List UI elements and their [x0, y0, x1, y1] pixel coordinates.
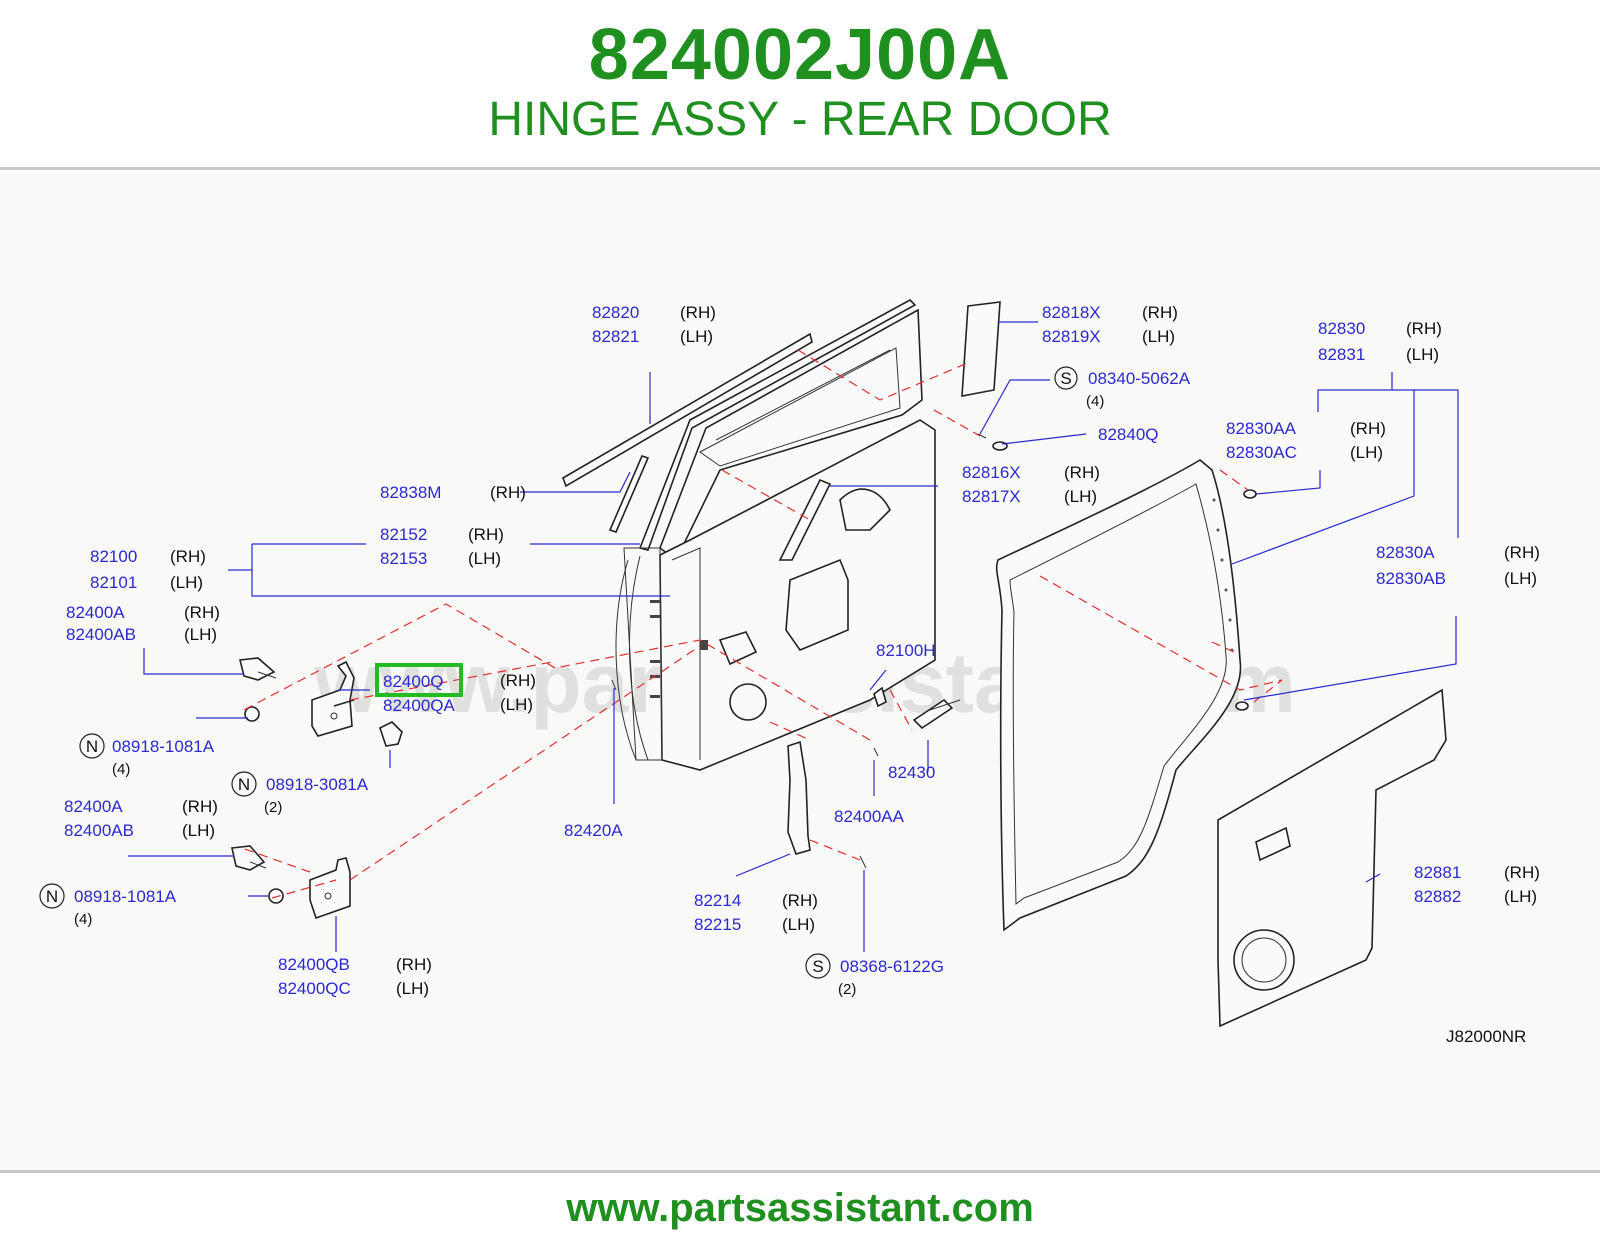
side-label: (RH): [1350, 419, 1386, 438]
side-label: (LH): [170, 573, 203, 592]
callout-82100[interactable]: 82100: [90, 547, 137, 566]
callout-82830ac[interactable]: 82830AC: [1226, 443, 1297, 462]
callout-82400qa[interactable]: 82400QA: [383, 696, 455, 715]
side-label: (LH): [1504, 887, 1537, 906]
side-label: (LH): [468, 549, 501, 568]
side-label: (RH): [500, 671, 536, 690]
side-label: (RH): [782, 891, 818, 910]
side-label: (RH): [1064, 463, 1100, 482]
s-symbol: S: [1060, 369, 1071, 388]
callout-82400qb[interactable]: 82400QB: [278, 955, 350, 974]
side-label: (LH): [1504, 569, 1537, 588]
callout-82882[interactable]: 82882: [1414, 887, 1461, 906]
qty-label: (4): [74, 911, 92, 928]
callout-08340-5062a[interactable]: 08340-5062A: [1088, 369, 1191, 388]
upper-hinge-drawing: [239, 657, 403, 747]
n-symbol-icon: [231, 771, 257, 797]
n-symbol-icon: [79, 733, 105, 759]
n-symbol: N: [46, 887, 58, 906]
callout-82816x[interactable]: 82816X: [962, 463, 1021, 482]
side-label: (RH): [468, 525, 504, 544]
side-label: (RH): [680, 303, 716, 322]
side-label: (RH): [396, 955, 432, 974]
callout-82830[interactable]: 82830: [1318, 319, 1365, 338]
highlight-box: [375, 663, 463, 697]
callout-82400a[interactable]: 82400A: [66, 603, 125, 622]
parts-diagram: www.partsassistant.com: [0, 172, 1600, 1170]
callout-82152[interactable]: 82152: [380, 525, 427, 544]
callout-08918-1081a[interactable]: 08918-1081A: [112, 737, 215, 756]
callout-82400a[interactable]: 82400A: [64, 797, 123, 816]
side-label: (RH): [1504, 863, 1540, 882]
callout-82881[interactable]: 82881: [1414, 863, 1461, 882]
footer-divider: [0, 1170, 1600, 1173]
callout-82830ab[interactable]: 82830AB: [1376, 569, 1446, 588]
s-symbol: S: [812, 957, 823, 976]
callout-08918-3081a[interactable]: 08918-3081A: [266, 775, 369, 794]
header-divider: [0, 167, 1600, 170]
callout-82830a[interactable]: 82830A: [1376, 543, 1435, 562]
side-label: (RH): [182, 797, 218, 816]
side-label: (LH): [1064, 487, 1097, 506]
callout-82400qc[interactable]: 82400QC: [278, 979, 351, 998]
qty-label: (4): [112, 761, 130, 778]
side-label: (RH): [170, 547, 206, 566]
callout-82153[interactable]: 82153: [380, 549, 427, 568]
lower-hinge-drawing: [231, 747, 879, 920]
callout-82400q[interactable]: 82400Q: [383, 672, 444, 691]
callout-82101[interactable]: 82101: [90, 573, 137, 592]
callout-82100h[interactable]: 82100H: [876, 641, 936, 660]
alignment-lines: [239, 349, 1283, 899]
callout-82819x[interactable]: 82819X: [1042, 327, 1101, 346]
qty-label: (4): [1086, 393, 1104, 410]
callout-82420a[interactable]: 82420A: [564, 821, 623, 840]
callout-08918-1081a[interactable]: 08918-1081A: [74, 887, 177, 906]
n-symbol: N: [86, 737, 98, 756]
callout-82430[interactable]: 82430: [888, 763, 935, 782]
side-label: (LH): [1350, 443, 1383, 462]
qty-label: (2): [838, 981, 856, 998]
callout-82215[interactable]: 82215: [694, 915, 741, 934]
side-label: (LH): [680, 327, 713, 346]
diagram-ref-code: J82000NR: [1446, 1027, 1526, 1046]
callout-82400ab[interactable]: 82400AB: [66, 625, 136, 644]
leader-lines: [128, 321, 1459, 952]
diagram-svg: www.partsassistant.com: [39, 299, 1540, 1046]
n-symbol-icon: [39, 883, 65, 909]
callout-82820[interactable]: 82820: [592, 303, 639, 322]
callout-82838m[interactable]: 82838M: [380, 483, 441, 502]
trim-panel-drawing: [1217, 688, 1447, 1028]
callout-82831[interactable]: 82831: [1318, 345, 1365, 364]
side-label: (RH): [490, 483, 526, 502]
side-label: (LH): [1406, 345, 1439, 364]
part-description: HINGE ASSY - REAR DOOR: [488, 93, 1112, 146]
callout-08368-6122g[interactable]: 08368-6122G: [840, 957, 944, 976]
qty-label: (2): [264, 799, 282, 816]
side-label: (RH): [1406, 319, 1442, 338]
callout-82840q[interactable]: 82840Q: [1098, 425, 1159, 444]
side-label: (LH): [500, 695, 533, 714]
side-label: (RH): [1504, 543, 1540, 562]
callout-82214[interactable]: 82214: [694, 891, 741, 910]
callout-82821[interactable]: 82821: [592, 327, 639, 346]
callout-82818x[interactable]: 82818X: [1042, 303, 1101, 322]
weatherstrip-drawing: [995, 459, 1257, 932]
side-label: (LH): [396, 979, 429, 998]
door-shell-drawing: [562, 299, 1008, 855]
s-symbol-icon: [805, 953, 831, 979]
callout-82400aa[interactable]: 82400AA: [834, 807, 905, 826]
side-label: (RH): [184, 603, 220, 622]
s-symbol-icon: [1054, 366, 1078, 390]
side-label: (LH): [1142, 327, 1175, 346]
footer-url-link[interactable]: www.partsassistant.com: [566, 1186, 1034, 1230]
side-label: (LH): [782, 915, 815, 934]
page-title: 824002J00A: [588, 15, 1012, 95]
side-label: (LH): [184, 625, 217, 644]
side-label: (RH): [1142, 303, 1178, 322]
callout-82817x[interactable]: 82817X: [962, 487, 1021, 506]
n-symbol: N: [238, 775, 250, 794]
callout-82830aa[interactable]: 82830AA: [1226, 419, 1297, 438]
side-label: (LH): [182, 821, 215, 840]
callout-82400ab[interactable]: 82400AB: [64, 821, 134, 840]
